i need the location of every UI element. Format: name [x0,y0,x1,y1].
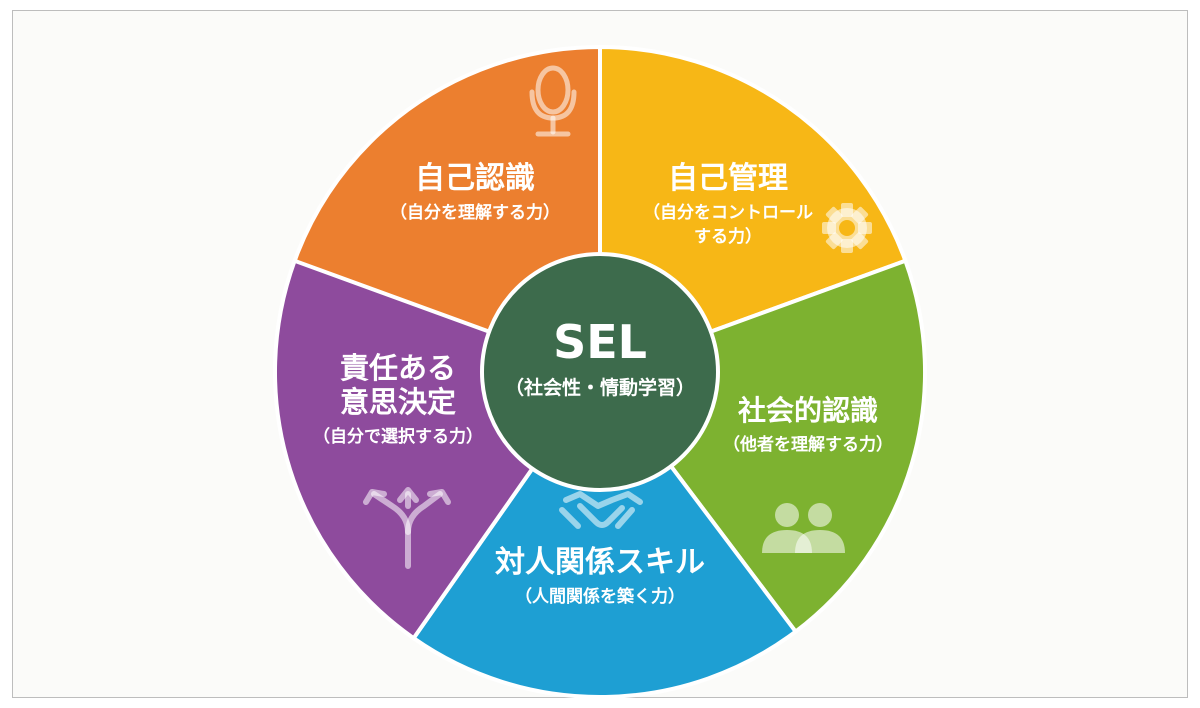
center-circle [480,252,720,492]
segment-title-line: 自己認識 [415,161,535,196]
mirror-icon [529,65,577,137]
segment-title-line: 意思決定 [340,385,456,419]
segment-title-line: 自己管理 [668,161,788,196]
segment-subtitle-line: （自分で選択する力） [313,426,483,447]
people-icon [762,503,845,553]
center-subtitle: （社会性・情動学習） [505,376,695,399]
segment-label-self-awareness: 自己認識 （自分を理解する力） [390,161,560,223]
segment-relationship-skills [410,368,799,699]
segment-subtitle-line: する力） [694,226,762,247]
segment-title-line: 社会的認識 [738,394,878,427]
gear-icon [822,203,872,253]
segment-title-line: 責任ある [340,351,456,385]
branch-arrows-icon [363,487,451,569]
icons-layer [363,65,872,569]
segment-subtitle-line: （人間関係を築く力） [515,586,685,607]
segment-label-social-awareness: 社会的認識 （他者を理解する力） [723,394,893,455]
segment-subtitle-line: （他者を理解する力） [723,434,893,455]
segment-subtitle-line: （自分を理解する力） [390,202,560,223]
segment-subtitle-line: （自分をコントロール [643,202,813,223]
segment-label-relationship-skills: 対人関係スキル （人間関係を築く力） [495,545,705,607]
center-layer: SEL （社会性・情動学習） [480,252,720,492]
handshake-icon [559,491,643,529]
center-title: SEL [553,315,647,369]
segment-title-line: 対人関係スキル [495,545,705,580]
